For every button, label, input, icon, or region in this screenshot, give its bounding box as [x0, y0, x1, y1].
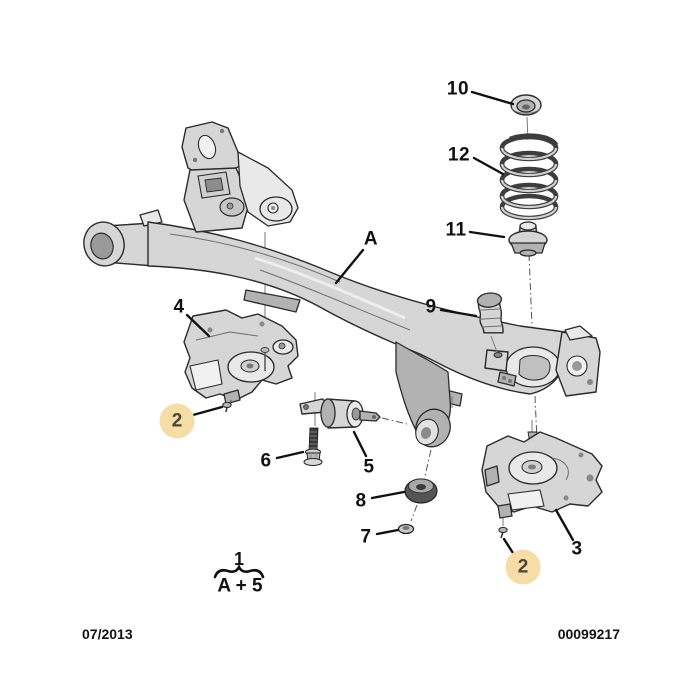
bracket-left — [183, 309, 299, 405]
highlighted-part-badge-2-right[interactable]: 2 — [505, 549, 541, 585]
bump-stop-axis — [490, 335, 498, 353]
mounting-screw-left — [222, 399, 232, 413]
part-label-3[interactable]: 3 — [571, 538, 583, 560]
bracket-right — [481, 420, 603, 526]
leader-lines — [185, 90, 575, 555]
part-label-8[interactable]: 8 — [355, 490, 367, 512]
footer-date: 07/2013 — [82, 626, 133, 642]
coil-spring — [499, 133, 559, 221]
group-note-ref: 1 — [233, 549, 245, 569]
footer-doc-number: 00099217 — [557, 626, 620, 642]
spring-top-cup — [510, 94, 542, 116]
group-note-formula: A + 5 — [217, 575, 263, 597]
pivot-bolt — [303, 427, 323, 466]
part-label-4[interactable]: 4 — [173, 296, 185, 318]
trailing-arm-bushing — [299, 398, 381, 429]
part-label-11[interactable]: 11 — [445, 219, 467, 241]
spring-seat — [508, 221, 548, 257]
part-label-5[interactable]: 5 — [363, 456, 375, 478]
mounting-screw-right — [498, 526, 508, 539]
part-label-10[interactable]: 10 — [446, 78, 470, 100]
retaining-clip — [397, 523, 415, 535]
part-label-6[interactable]: 6 — [260, 450, 272, 472]
group-brace — [213, 563, 265, 579]
damper-bushing — [404, 478, 438, 504]
highlighted-part-badge-2-left[interactable]: 2 — [159, 403, 195, 439]
part-label-7[interactable]: 7 — [360, 526, 372, 548]
crossmember-beam — [83, 121, 601, 448]
part-label-12[interactable]: 12 — [447, 144, 471, 166]
assembly-label-a: A — [363, 228, 379, 250]
part-label-9[interactable]: 9 — [425, 296, 437, 318]
bump-stop — [476, 292, 504, 334]
